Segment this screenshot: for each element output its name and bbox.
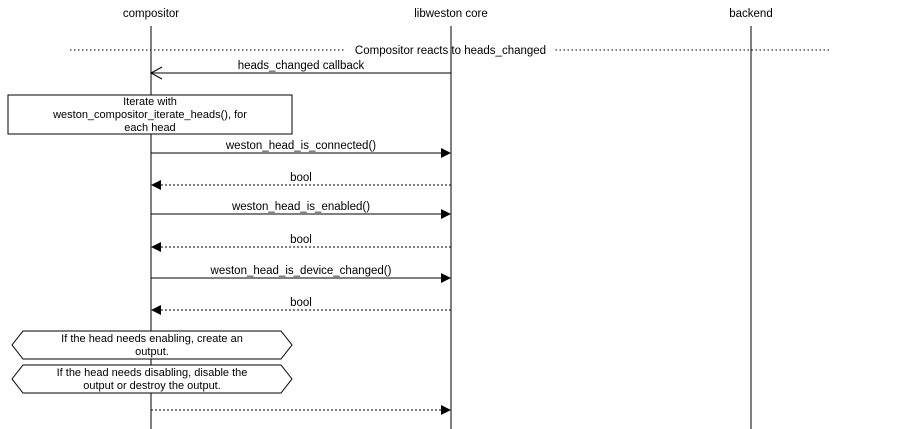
condition-line: output or destroy the output. xyxy=(83,380,221,392)
message-weston-head-is-device-changed: weston_head_is_device_changed() xyxy=(151,265,451,283)
note-line: Iterate with xyxy=(123,96,177,108)
arrowhead-filled-icon xyxy=(441,273,451,283)
arrowhead-filled-icon xyxy=(441,209,451,219)
actor-headers-layer: compositor libweston core backend xyxy=(123,8,773,20)
message-weston-head-is-connected: weston_head_is_connected() xyxy=(151,140,451,158)
arrowhead-filled-icon xyxy=(151,305,161,315)
message-final-return xyxy=(151,405,451,415)
message-bool-device-changed: bool xyxy=(151,297,451,315)
note-line: weston_compositor_iterate_heads(), for xyxy=(52,109,247,121)
message-label: bool xyxy=(290,172,312,184)
divider-label-heads-changed-divider: Compositor reacts to heads_changed xyxy=(355,45,546,57)
message-label: weston_head_is_connected() xyxy=(225,140,376,152)
notes-layer: Iterate withweston_compositor_iterate_he… xyxy=(7,94,293,135)
condition-hexagon xyxy=(11,364,293,394)
message-label: weston_head_is_enabled() xyxy=(231,201,370,213)
dividers-layer: Compositor reacts to heads_changed xyxy=(70,45,831,57)
arrowhead-filled-icon xyxy=(151,242,161,252)
message-label: weston_head_is_device_changed() xyxy=(210,265,392,277)
arrowhead-filled-icon xyxy=(441,405,451,415)
condition-condition-disable-head: If the head needs disabling, disable the… xyxy=(11,364,293,394)
message-bool-enabled: bool xyxy=(151,234,451,252)
message-heads-changed-callback: heads_changed callback xyxy=(149,60,451,80)
message-bool-connected: bool xyxy=(151,172,451,190)
note-iterate-heads-note: Iterate withweston_compositor_iterate_he… xyxy=(7,94,293,135)
message-label: heads_changed callback xyxy=(238,60,365,72)
actor-label-libweston-core: libweston core xyxy=(414,8,488,20)
arrowhead-filled-icon xyxy=(151,180,161,190)
condition-line: If the head needs enabling, create an xyxy=(61,333,243,345)
note-line: each head xyxy=(124,122,175,134)
conditions-layer: If the head needs enabling, create anout… xyxy=(11,330,293,394)
message-label: bool xyxy=(290,297,312,309)
message-weston-head-is-enabled: weston_head_is_enabled() xyxy=(151,201,451,219)
arrowhead-open-icon xyxy=(149,66,163,80)
arrowhead-filled-icon xyxy=(441,148,451,158)
note-box xyxy=(7,94,293,135)
message-label: bool xyxy=(290,234,312,246)
lifelines-layer xyxy=(150,26,752,429)
condition-line: If the head needs disabling, disable the xyxy=(57,367,248,379)
actor-label-compositor: compositor xyxy=(123,8,179,20)
messages-layer: heads_changed callback weston_head_is_con… xyxy=(149,60,451,415)
actor-label-backend: backend xyxy=(729,8,772,20)
condition-condition-enable-head: If the head needs enabling, create anout… xyxy=(11,330,293,360)
condition-hexagon xyxy=(11,330,293,360)
condition-line: output. xyxy=(135,346,169,358)
